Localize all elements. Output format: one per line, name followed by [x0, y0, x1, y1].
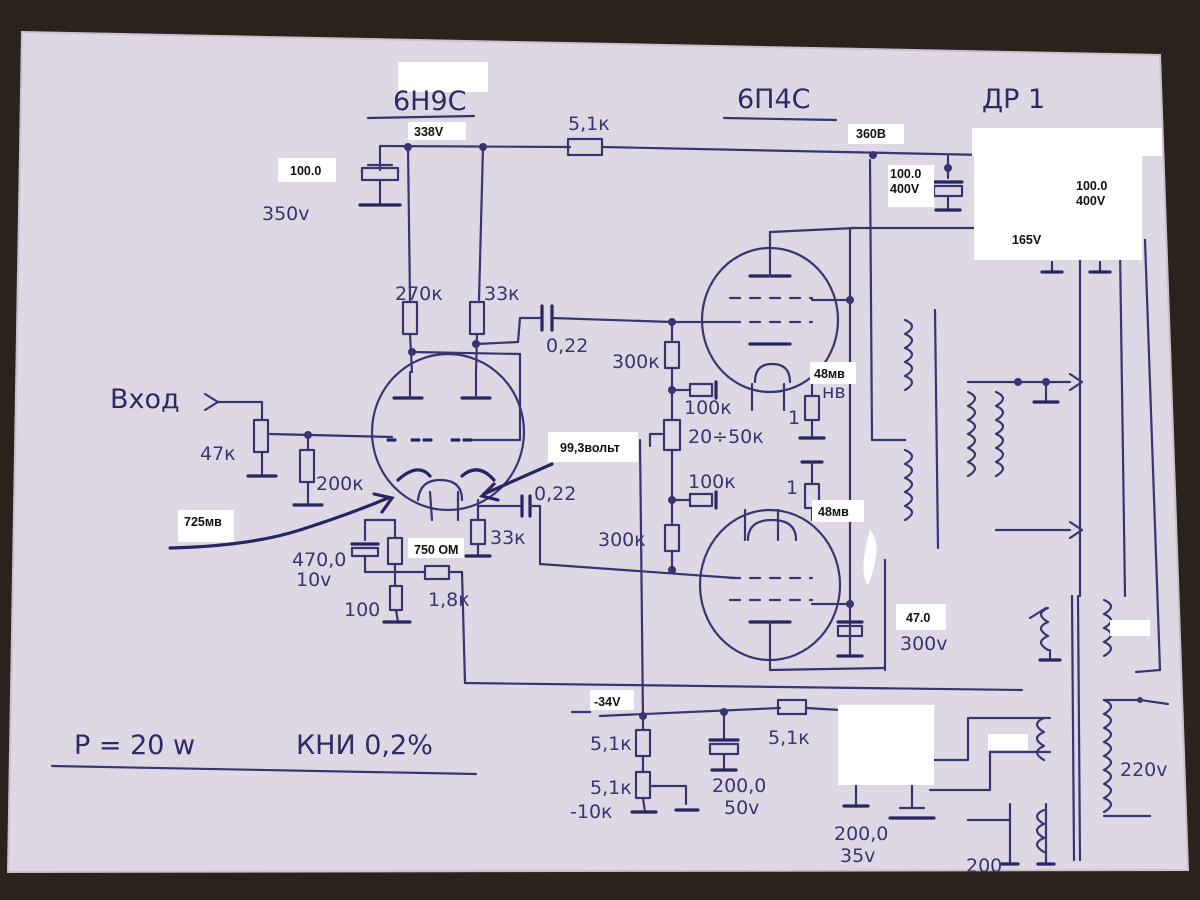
- r-270k-label: 270к: [395, 283, 443, 305]
- patch-34: [590, 690, 634, 710]
- tube-label-6n9s: 6Н9С: [393, 86, 467, 117]
- capacitor-100-top: [358, 163, 402, 207]
- patch-48b: [812, 500, 864, 522]
- patch-47: [896, 604, 946, 630]
- cap-47-volt: 300v: [900, 633, 948, 655]
- input-section: [203, 392, 394, 507]
- r-33k-top-label: 33к: [484, 283, 520, 305]
- voltage-99: 99,3вольт: [560, 441, 620, 455]
- r-100-label: 100: [344, 599, 380, 621]
- cap-100-top-label: 100.0: [290, 164, 321, 178]
- patch-100-400-a: [888, 165, 934, 207]
- grid-network: [638, 320, 718, 720]
- r-1b-label: 1: [786, 477, 798, 499]
- cap-470-volt: 10v: [296, 569, 331, 591]
- cap-200-b-val: 200,0: [834, 823, 888, 845]
- r-33k-mid-label: 33к: [490, 527, 526, 549]
- arrow-725mv: [168, 492, 395, 550]
- cap-022-mid-label: 0,22: [534, 483, 576, 505]
- r-750-label: 750 OM: [414, 543, 458, 557]
- patch-small-a: [988, 734, 1028, 750]
- voltage-34: -34V: [594, 695, 621, 709]
- cap-200-b-volt: 35v: [840, 845, 875, 867]
- patch-48a: [810, 362, 856, 384]
- r-1-8k-label: 1,8к: [428, 589, 470, 611]
- output-transformer: [848, 158, 1084, 672]
- cap-350v-label: 350v: [262, 203, 310, 225]
- r-5-1k-a-label: 5,1к: [590, 733, 632, 755]
- r-100k-b-label: 100к: [688, 471, 736, 493]
- cap-470-val: 470,0: [292, 549, 346, 571]
- cap-200-a-volt: 50v: [724, 797, 759, 819]
- cap-100-b-val: 100.0: [1076, 179, 1107, 193]
- voltage-360: 360B: [856, 127, 886, 141]
- patch-360: [848, 124, 904, 144]
- patch-100: [278, 158, 336, 182]
- cap-100-b-volt: 400V: [1076, 194, 1106, 208]
- patch-99: [548, 432, 638, 462]
- current-725: 725мв: [184, 515, 222, 529]
- r-5-1k-b-label: 5,1к: [590, 777, 632, 799]
- paper-edge: [6, 30, 1190, 874]
- mains-transformer: [1028, 238, 1170, 862]
- resistor-100k-b: [688, 492, 714, 508]
- patch-bottom: [838, 705, 934, 785]
- patch-750: [408, 538, 464, 558]
- patch-top: [398, 62, 488, 92]
- r-300k-top-label: 300к: [612, 351, 660, 373]
- patch-small-b: [1110, 620, 1150, 636]
- current-48a: 48мв: [814, 367, 845, 381]
- choke-label: ДР 1: [982, 84, 1045, 115]
- driver-anode-resistors: [401, 145, 674, 442]
- patch-725: [178, 510, 234, 542]
- voltage-165: 165V: [1012, 233, 1042, 247]
- arrow-99v: [478, 462, 554, 502]
- v220-label: 220v: [1120, 759, 1168, 781]
- input-label: Вход: [110, 384, 180, 415]
- patch-338: [408, 122, 466, 140]
- r-100k-a-label: 100к: [684, 397, 732, 419]
- power-label: P = 20 w: [74, 730, 195, 761]
- thd-label: КНИ 0,2%: [296, 730, 433, 761]
- cap-022-top-label: 0,22: [546, 335, 588, 357]
- v200-label: 200: [966, 855, 1002, 877]
- cap-100-a-volt: 400V: [890, 182, 920, 196]
- cap-100-a-val: 100.0: [890, 167, 921, 181]
- bias-supply: [570, 698, 1056, 866]
- tube-label-6p4s: 6П4С: [737, 84, 811, 115]
- current-48b: 48мв: [818, 505, 849, 519]
- r-10k-label: -10к: [570, 801, 613, 823]
- r-hb-label: нв: [822, 381, 846, 403]
- tube-6p4s-lower: [698, 508, 887, 672]
- r-20-50k-label: 20÷50к: [688, 426, 764, 448]
- r-200k-label: 200к: [316, 473, 364, 495]
- cap-200-a-val: 200,0: [712, 775, 766, 797]
- r-300k-bot-label: 300к: [598, 529, 646, 551]
- voltage-338: 338V: [414, 125, 444, 139]
- r-47k-label: 47к: [200, 443, 236, 465]
- r-5-1k-top-label: 5,1к: [568, 113, 610, 135]
- patch-psu: [974, 156, 1142, 260]
- resistor-100k-a: [688, 382, 714, 398]
- tube-6p4s-upper: [668, 226, 857, 412]
- capacitor-47: [836, 620, 864, 658]
- cap-47-val: 47.0: [906, 611, 930, 625]
- tube-6n9s: [370, 352, 526, 522]
- patch-smudge: [863, 530, 877, 585]
- patch-dr1: [972, 128, 1162, 156]
- r-5-1k-c-label: 5,1к: [768, 727, 810, 749]
- cathode-network: [350, 494, 1024, 692]
- r-1a-label: 1: [788, 407, 800, 429]
